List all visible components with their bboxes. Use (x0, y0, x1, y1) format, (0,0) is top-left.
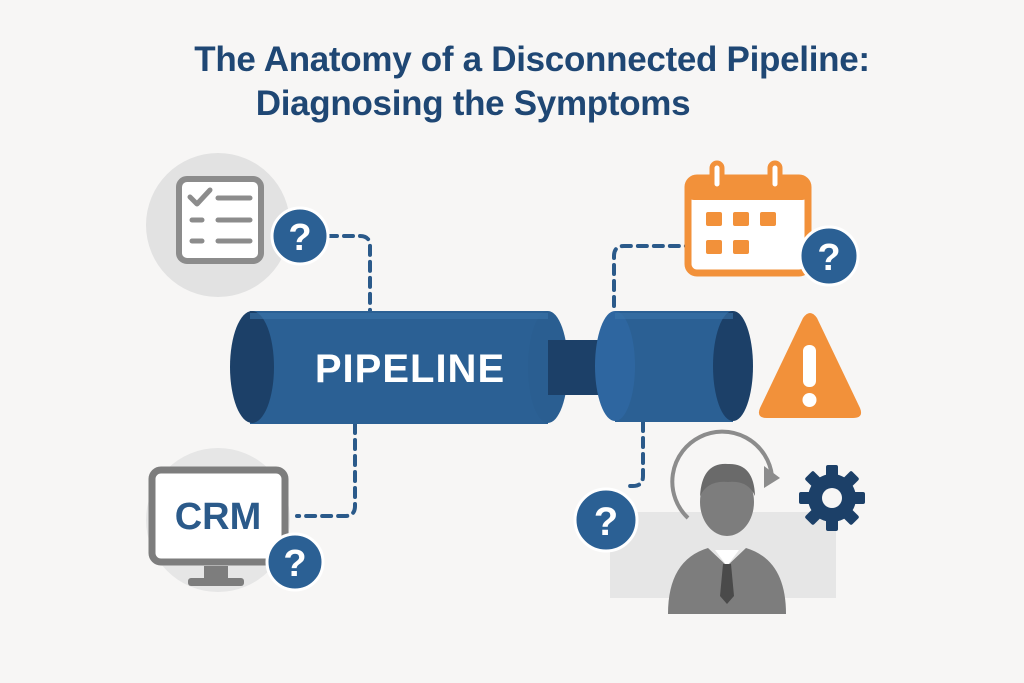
question-badge-person: ? (573, 487, 639, 553)
crm-monitor-icon (148, 466, 289, 586)
refresh-arrow-icon (670, 429, 780, 520)
pipeline-label: PIPELINE (315, 347, 505, 391)
question-mark: ? (288, 217, 311, 259)
question-mark: ? (283, 543, 306, 585)
page-title: The Anatomy of a Disconnected Pipeline: … (0, 38, 1024, 126)
calendar-icon (684, 160, 812, 277)
question-mark: ? (817, 237, 840, 279)
connector-lines (295, 234, 688, 518)
pipeline-right-segment (595, 311, 753, 422)
pipeline-left-segment (230, 311, 568, 424)
connector-calendar (612, 244, 688, 308)
title-line-2: Diagnosing the Symptoms (255, 84, 691, 123)
person-icon (668, 463, 786, 614)
connector-person (625, 420, 645, 488)
connector-checklist (326, 234, 372, 316)
connector-crm (295, 422, 357, 518)
crm-group: CRM (146, 448, 290, 592)
question-badge-checklist: ? (270, 206, 330, 266)
question-badge-calendar: ? (798, 225, 860, 287)
checklist-group (146, 153, 290, 297)
crm-label: CRM (175, 496, 262, 538)
checklist-icon (176, 176, 264, 264)
title-line-1: The Anatomy of a Disconnected Pipeline: (194, 40, 870, 79)
question-mark: ? (594, 500, 618, 544)
warning-icon (758, 313, 862, 418)
gear-icon (799, 465, 865, 531)
question-badge-crm: ? (265, 532, 325, 592)
